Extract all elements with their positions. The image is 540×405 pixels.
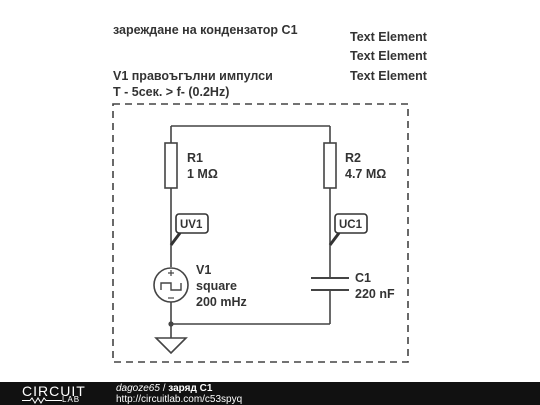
dashed-boundary: [112, 103, 409, 363]
probe-uv1-label: UV1: [180, 219, 203, 231]
footer-separator: /: [159, 383, 169, 394]
circuit-schematic: R1 1 MΩ R2 4.7 MΩ V1 square 200 mHz C1 2…: [112, 103, 409, 363]
v1-name-label: V1: [196, 263, 211, 277]
project-url-link[interactable]: http://circuitlab.com/c53spyq: [116, 394, 243, 405]
r1-value-label: 1 MΩ: [187, 167, 218, 181]
project-name[interactable]: заряд C1: [168, 383, 213, 394]
footer-bar: CIRCUIT LAB dagoze65 / заряд C1 http://c…: [0, 382, 540, 405]
c1-name-label: C1: [355, 271, 371, 285]
probe-uc1[interactable]: [328, 213, 368, 246]
source-description-line2: T - 5сек. > f- (0.2Hz): [113, 85, 230, 99]
r2-value-label: 4.7 MΩ: [345, 167, 386, 181]
wires: [170, 125, 331, 338]
probe-uc1-label: UC1: [339, 219, 363, 231]
probe-uv1[interactable]: [169, 213, 209, 246]
title-text: зареждане на кондензатор C1: [113, 23, 298, 37]
text-element-2: Text Element: [350, 49, 427, 63]
circuitlab-logo-text: CIRCUIT: [22, 383, 86, 399]
footer-credit: dagoze65 / заряд C1: [116, 383, 212, 394]
source-description-line1: V1 правоъгълни импулси: [113, 69, 273, 83]
v1-frequency-label: 200 mHz: [196, 295, 247, 309]
text-element-1: Text Element: [350, 30, 427, 44]
resistor-r1[interactable]: [164, 142, 178, 189]
logo-resistor-icon: [22, 397, 62, 404]
author-link[interactable]: dagoze65: [116, 383, 160, 394]
r1-name-label: R1: [187, 151, 203, 165]
junction-dot: [168, 321, 174, 327]
r2-name-label: R2: [345, 151, 361, 165]
ground-icon: [154, 337, 188, 355]
c1-value-label: 220 nF: [355, 287, 395, 301]
voltage-source-v1[interactable]: [153, 267, 189, 303]
resistor-r2[interactable]: [323, 142, 337, 189]
square-wave-icon: [160, 282, 182, 291]
v1-type-label: square: [196, 279, 237, 293]
text-element-3: Text Element: [350, 69, 427, 83]
circuitlab-logo-lab: LAB: [62, 395, 81, 404]
